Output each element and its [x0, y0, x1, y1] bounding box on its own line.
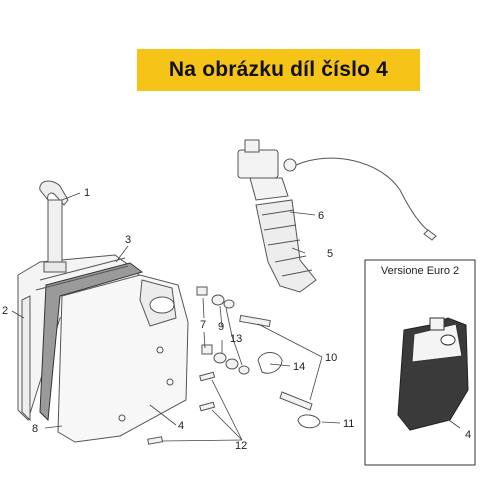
callout-7: 7: [200, 319, 206, 331]
callout-12: 12: [235, 440, 247, 452]
callout-1: 1: [84, 187, 90, 199]
callout-labels: 1 2 3 4 4 5 6 7 8 9 10 11 12 13 14: [2, 187, 471, 452]
inset-euro2: Versione Euro 2: [364, 259, 476, 466]
title-banner: Na obrázku díl číslo 4: [137, 49, 420, 91]
callout-9: 9: [218, 321, 224, 333]
callout-8: 8: [32, 423, 38, 435]
callout-3: 3: [125, 234, 131, 246]
callout-10: 10: [325, 352, 337, 364]
callout-5: 5: [327, 248, 333, 260]
leader-lines: [11, 192, 341, 442]
callout-13: 13: [230, 333, 242, 345]
carburetor-assembly: [237, 139, 437, 293]
callout-4-inset: 4: [465, 429, 471, 441]
fuel-tank-assembly: [17, 180, 189, 443]
callout-4-main: 4: [178, 420, 184, 432]
banner-text: Na obrázku díl číslo 4: [168, 58, 389, 81]
hardware-parts: [147, 286, 321, 445]
callout-11: 11: [343, 418, 354, 430]
callout-14: 14: [293, 361, 305, 373]
inset-title: Versione Euro 2: [381, 265, 459, 277]
callout-2: 2: [2, 305, 8, 317]
callout-6: 6: [318, 210, 324, 222]
